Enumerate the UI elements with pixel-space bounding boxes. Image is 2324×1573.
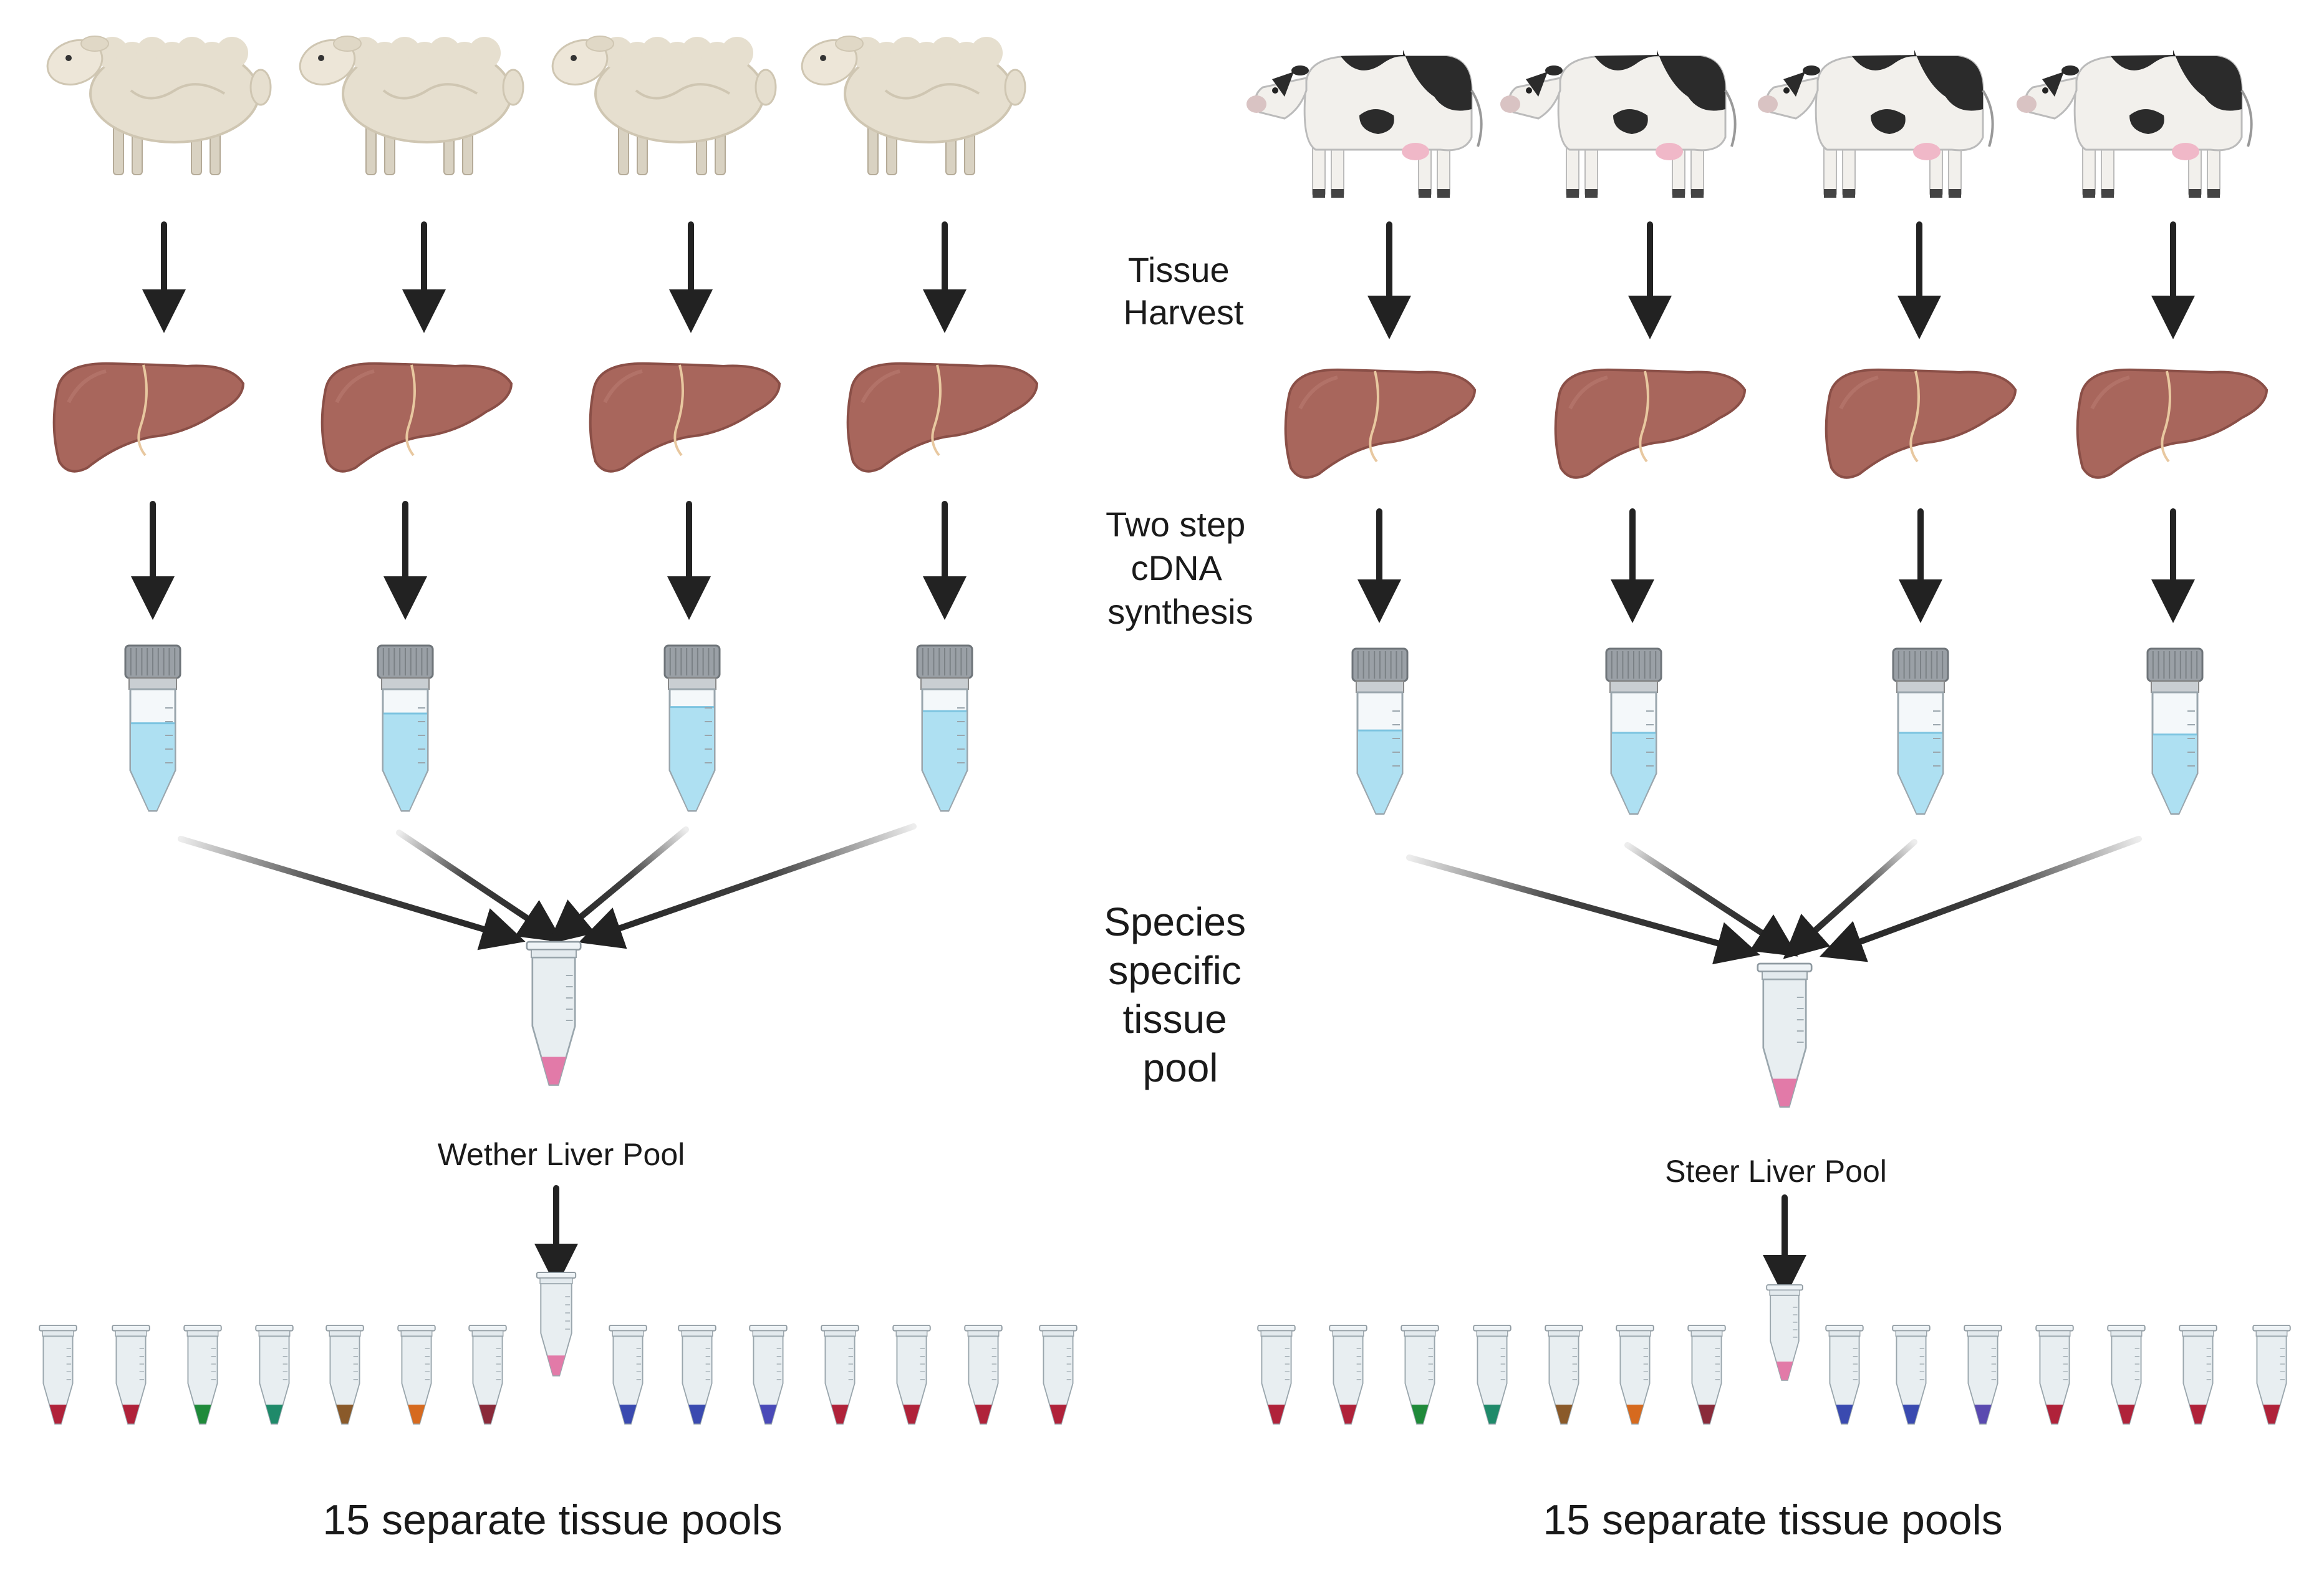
tissue-pool-tube: [2107, 1325, 2146, 1425]
liver-icon: [52, 362, 245, 473]
tissue-pool-tube: [1401, 1325, 1439, 1425]
liver-icon: [1284, 368, 1477, 479]
tissue-pool-tube: [468, 1325, 507, 1425]
cdna-synthesis-label: Two step cDNA synthesis: [1106, 505, 1255, 631]
merge-arrow: [1820, 836, 2142, 962]
tissue-pool-tube: [255, 1325, 294, 1425]
sheep-icon: [299, 36, 524, 175]
merge-arrow: [547, 826, 689, 944]
tissue-pool-tube: [1545, 1325, 1583, 1425]
source-pool-tube: [1766, 1284, 1803, 1381]
steer-pool-label: Steer Liver Pool: [1665, 1154, 1887, 1189]
liver-icon: [589, 362, 781, 473]
tissue-pool-tube: [609, 1325, 647, 1425]
tissue-pool-tube: [678, 1325, 716, 1425]
sample-tube: [1351, 647, 1409, 815]
species-pool-tube: [526, 941, 582, 1086]
tissue-harvest-label: Tissue Harvest: [1124, 250, 1244, 332]
merge-arrow: [578, 823, 917, 949]
tissue-pool-tube: [112, 1325, 150, 1425]
liver-icon: [321, 362, 513, 473]
merge-arrow: [1406, 854, 1760, 965]
tissue-pool-tube: [2252, 1325, 2291, 1425]
species-pool-tube: [1757, 962, 1813, 1108]
tissue-pool-tube: [2179, 1325, 2217, 1425]
tissue-pool-tube: [1473, 1325, 1512, 1425]
sample-tube: [124, 644, 181, 812]
sample-tube: [663, 644, 721, 812]
wether-footer: 15 separate tissue pools: [322, 1496, 782, 1544]
merge-arrow: [178, 836, 526, 951]
cow-icon: [2017, 50, 2253, 198]
tissue-pool-tube: [397, 1325, 436, 1425]
merge-arrow: [1783, 839, 1917, 959]
species-pool-label: Species specific tissue pool: [1104, 899, 1256, 1090]
liver-icon: [2076, 368, 2269, 479]
sample-tube: [1892, 647, 1949, 815]
tissue-pool-tube: [1687, 1325, 1726, 1425]
tissue-pool-tube: [325, 1325, 364, 1425]
liver-icon: [1554, 368, 1747, 479]
sample-tube: [916, 644, 973, 812]
tissue-pool-tube: [1964, 1325, 2002, 1425]
sample-tube: [2146, 647, 2204, 815]
liver-icon: [1825, 368, 2017, 479]
tissue-pool-tube: [1039, 1325, 1078, 1425]
wether-pool-label: Wether Liver Pool: [438, 1137, 685, 1172]
tissue-pool-tube: [749, 1325, 788, 1425]
tissue-pool-tube: [39, 1325, 77, 1425]
merge-arrow: [1624, 842, 1798, 957]
cow-icon: [1758, 50, 1994, 198]
steer-footer: 15 separate tissue pools: [1543, 1496, 2002, 1544]
tissue-pool-tube: [1616, 1325, 1654, 1425]
sheep-icon: [801, 36, 1026, 175]
tissue-pool-tube: [183, 1325, 222, 1425]
tissue-pool-tube: [1257, 1325, 1296, 1425]
cow-icon: [1500, 50, 1737, 198]
sheep-icon: [551, 36, 777, 175]
merge-arrow: [396, 830, 564, 942]
tissue-pool-tube: [964, 1325, 1003, 1425]
tissue-pool-tube: [1329, 1325, 1367, 1425]
cow-icon: [1246, 50, 1483, 198]
liver-icon: [846, 362, 1039, 473]
sample-tube: [377, 644, 434, 812]
tissue-pool-tube: [2035, 1325, 2074, 1425]
sheep-icon: [46, 36, 272, 175]
source-pool-tube: [536, 1272, 577, 1377]
tissue-pool-tube: [1825, 1325, 1864, 1425]
tissue-pool-tube: [821, 1325, 859, 1425]
tissue-pool-tube: [1892, 1325, 1931, 1425]
tissue-pool-tube: [892, 1325, 931, 1425]
sample-tube: [1605, 647, 1662, 815]
